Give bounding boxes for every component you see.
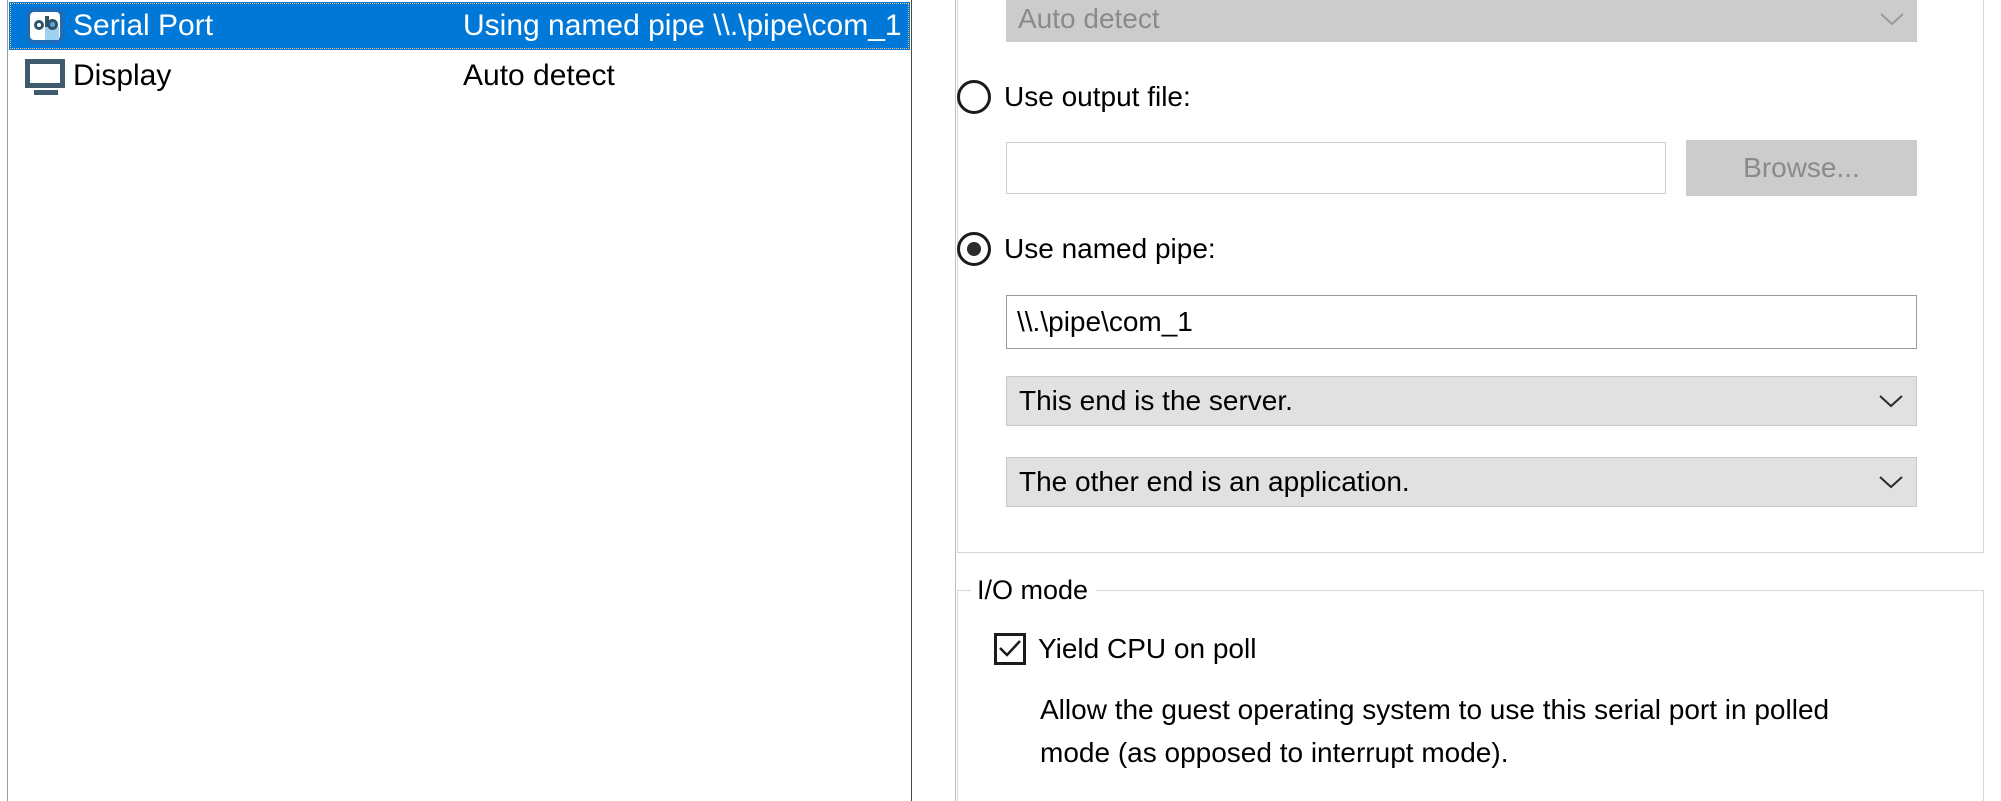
chevron-down-icon <box>1867 11 1917 27</box>
connection-type-value: Auto detect <box>1018 3 1160 34</box>
other-end-dropdown[interactable]: The other end is an application. <box>1006 457 1917 507</box>
list-item-label: Serial Port <box>73 9 214 42</box>
list-item-label: Display <box>73 59 172 92</box>
other-end-value: The other end is an application. <box>1019 466 1410 497</box>
browse-button-label: Browse... <box>1743 152 1860 183</box>
chevron-down-icon <box>1866 474 1916 490</box>
use-named-pipe-label: Use named pipe: <box>1004 233 1216 264</box>
connection-groupbox <box>957 0 1984 553</box>
yield-cpu-description: Allow the guest operating system to use … <box>1040 694 1830 768</box>
io-mode-groupbox <box>957 590 1984 801</box>
list-item-serial-port[interactable]: Serial Port Using named pipe \\.\pipe\co… <box>9 2 910 50</box>
radio-mark-checked <box>957 232 991 266</box>
radio-mark-unchecked <box>957 80 991 114</box>
list-item-value: Using named pipe \\.\pipe\com_1 <box>463 9 902 42</box>
connection-type-dropdown[interactable]: Auto detect <box>1006 0 1917 42</box>
pipe-name-input[interactable]: \\.\pipe\com_1 <box>1006 295 1917 349</box>
use-output-file-radio[interactable]: Use output file: <box>957 80 1191 114</box>
yield-cpu-label: Yield CPU on poll <box>1038 633 1257 664</box>
display-icon <box>23 54 69 98</box>
list-item-display[interactable]: Display Auto detect <box>9 52 910 100</box>
yield-cpu-checkbox[interactable]: Yield CPU on poll <box>994 633 1256 665</box>
device-list[interactable]: Serial Port Using named pipe \\.\pipe\co… <box>7 0 912 801</box>
settings-pane: Auto detect Use output file: Browse... U… <box>912 0 2001 801</box>
serial-port-icon <box>23 4 69 48</box>
chevron-down-icon <box>1866 393 1916 409</box>
use-output-file-label: Use output file: <box>1004 81 1191 112</box>
list-item-value: Auto detect <box>463 59 615 92</box>
pane-divider <box>955 0 956 801</box>
io-mode-legend: I/O mode <box>971 573 1097 607</box>
checkmark-icon <box>994 633 1026 665</box>
browse-button[interactable]: Browse... <box>1686 140 1917 196</box>
output-file-path-input[interactable] <box>1006 142 1666 194</box>
this-end-dropdown[interactable]: This end is the server. <box>1006 376 1917 426</box>
this-end-value: This end is the server. <box>1019 385 1293 416</box>
pipe-name-value: \\.\pipe\com_1 <box>1017 306 1193 337</box>
use-named-pipe-radio[interactable]: Use named pipe: <box>957 232 1216 266</box>
